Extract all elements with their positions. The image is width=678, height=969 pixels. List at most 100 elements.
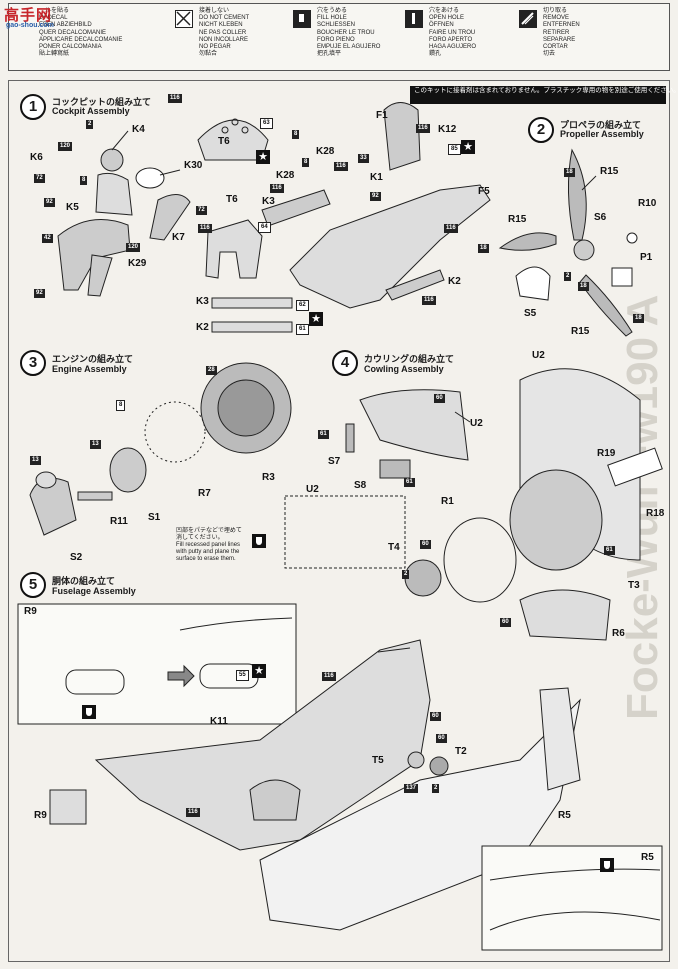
paint-code-badge: 61 bbox=[296, 324, 309, 335]
part-label: R7 bbox=[198, 488, 211, 499]
step-2-title-en: Propeller Assembly bbox=[560, 129, 644, 139]
part-label: U2 bbox=[532, 350, 545, 361]
part-label: R3 bbox=[262, 472, 275, 483]
paint-code-badge: 116 bbox=[186, 808, 200, 817]
legend-no-cement: 接着しない DO NOT CEMENT NICHT KLEBEN NE PAS … bbox=[171, 4, 285, 70]
paint-code-badge: 2 bbox=[432, 784, 440, 793]
legend-fill-hole: 穴をうめる FILL HOLE SCHLIESSEN BOUCHER LE TR… bbox=[289, 4, 403, 70]
paint-code-badge: 120 bbox=[58, 142, 73, 151]
paint-code-badge: 60 bbox=[436, 734, 447, 743]
star-icon: ★ bbox=[252, 664, 266, 678]
star-icon: ★ bbox=[256, 150, 270, 164]
paint-code-badge: 63 bbox=[260, 118, 273, 129]
legend-fill-hole-text: 穴をうめる FILL HOLE SCHLIESSEN BOUCHER LE TR… bbox=[317, 8, 381, 58]
part-label: K28 bbox=[276, 170, 295, 181]
part-label: K11 bbox=[210, 716, 228, 727]
part-label: S2 bbox=[70, 552, 83, 563]
part-label: R9 bbox=[34, 810, 47, 821]
paint-code-badge: 28 bbox=[206, 366, 217, 375]
part-label: R15 bbox=[508, 214, 527, 225]
paint-code-badge: 137 bbox=[404, 784, 419, 793]
paint-code-badge: 2 bbox=[402, 570, 410, 579]
paint-code-badge: 18 bbox=[478, 244, 489, 253]
part-label: R19 bbox=[597, 448, 616, 459]
no-cement-icon bbox=[175, 10, 193, 28]
part-label: R10 bbox=[638, 198, 657, 209]
part-label: K4 bbox=[132, 124, 145, 135]
paint-code-badge: 61 bbox=[404, 478, 415, 487]
step-1-title-jp: コックピットの組み立て bbox=[52, 97, 152, 107]
paint-code-badge: 72 bbox=[196, 206, 207, 215]
step-5-number: 5 bbox=[20, 572, 46, 598]
part-label: U2 bbox=[470, 418, 483, 429]
legend-remove-text: 切り取る REMOVE ENTFERNEN RETIRER SEPARARE C… bbox=[543, 8, 580, 58]
step-3-title-jp: エンジンの組み立て bbox=[52, 354, 134, 364]
paint-code-badge: 8 bbox=[292, 130, 300, 139]
part-label: R15 bbox=[600, 166, 619, 177]
paint-code-badge: 120 bbox=[126, 243, 141, 252]
paint-code-badge: 18 bbox=[564, 168, 575, 177]
step-5-title-jp: 胴体の組み立て bbox=[52, 576, 116, 586]
star-icon: ★ bbox=[309, 312, 323, 326]
step-4-title-en: Cowling Assembly bbox=[364, 364, 444, 374]
part-label: K1 bbox=[370, 172, 383, 183]
part-label: T5 bbox=[372, 755, 384, 766]
part-label: S1 bbox=[148, 512, 161, 523]
paint-code-badge: 55 bbox=[236, 670, 249, 681]
paint-code-badge: 18 bbox=[633, 314, 644, 323]
part-label: K2 bbox=[196, 322, 209, 333]
paint-code-badge: 92 bbox=[44, 198, 55, 207]
fill-hole-icon bbox=[293, 10, 311, 28]
part-label: K3 bbox=[262, 196, 275, 207]
step-3-number: 3 bbox=[20, 350, 46, 376]
paint-code-badge: 60 bbox=[500, 618, 511, 627]
paint-code-badge: 85 bbox=[448, 144, 461, 155]
paint-code-badge: 92 bbox=[34, 289, 45, 298]
part-label: T6 bbox=[226, 194, 238, 205]
part-label: R6 bbox=[612, 628, 625, 639]
legend-no-cement-text: 接着しない DO NOT CEMENT NICHT KLEBEN NE PAS … bbox=[199, 8, 250, 58]
step-2-title-jp: プロペラの組み立て bbox=[560, 120, 642, 130]
fill-hole-icon bbox=[82, 705, 96, 719]
paint-code-badge: 116 bbox=[322, 672, 336, 681]
part-label: T6 bbox=[218, 136, 230, 147]
paint-code-badge: 42 bbox=[42, 234, 53, 243]
part-label: S6 bbox=[594, 212, 607, 223]
paint-code-badge: 116 bbox=[444, 224, 458, 233]
part-label: K2 bbox=[448, 276, 461, 287]
cement-warning: このキットに接着剤は含まれておりません。プラスチック専用の物を別途ご使用ください… bbox=[410, 86, 678, 104]
paint-code-badge: 60 bbox=[420, 540, 431, 549]
part-label: U2 bbox=[306, 484, 319, 495]
remove-icon bbox=[519, 10, 537, 28]
part-label: K30 bbox=[184, 160, 203, 171]
part-label: R18 bbox=[646, 508, 665, 519]
paint-code-badge: 60 bbox=[434, 394, 445, 403]
part-label: F5 bbox=[478, 186, 490, 197]
assembly-frame bbox=[8, 80, 670, 962]
step-4-number: 4 bbox=[332, 350, 358, 376]
watermark-brand: 高手网 bbox=[4, 7, 53, 24]
paint-code-badge: 2 bbox=[86, 120, 94, 129]
part-label: T3 bbox=[628, 580, 640, 591]
putty-note: 凹部をパテなどで埋めて 消してください。 Fill recessed panel… bbox=[176, 528, 242, 562]
part-label: K28 bbox=[316, 146, 335, 157]
part-label: R1 bbox=[441, 496, 454, 507]
paint-code-badge: 33 bbox=[358, 154, 369, 163]
step-1-number: 1 bbox=[20, 94, 46, 120]
paint-code-badge: 60 bbox=[430, 712, 441, 721]
part-label: R5 bbox=[558, 810, 571, 821]
paint-code-badge: 8 bbox=[80, 176, 88, 185]
part-label: K3 bbox=[196, 296, 209, 307]
part-label: R5 bbox=[641, 852, 654, 863]
part-label: F1 bbox=[376, 110, 388, 121]
part-label: K29 bbox=[128, 258, 147, 269]
paint-code-badge: 92 bbox=[370, 192, 381, 201]
part-label: S5 bbox=[524, 308, 537, 319]
paint-code-badge: 61 bbox=[318, 430, 329, 439]
paint-code-badge: 64 bbox=[258, 222, 271, 233]
part-label: R11 bbox=[110, 516, 128, 527]
paint-code-badge: 13 bbox=[30, 456, 41, 465]
part-label: S8 bbox=[354, 480, 367, 491]
